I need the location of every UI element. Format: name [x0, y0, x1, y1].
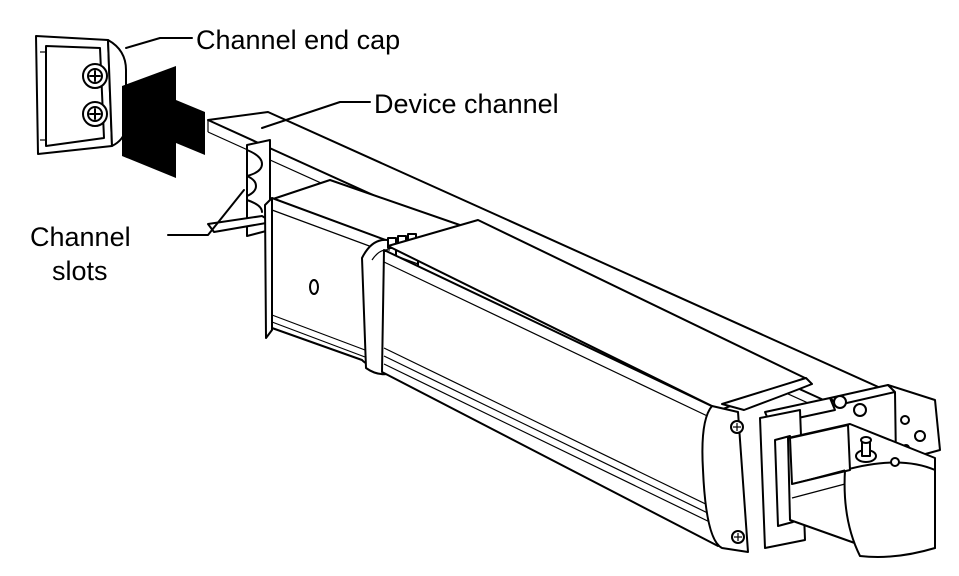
label-end-cap-text: Channel end cap — [196, 25, 400, 55]
end-bracket — [759, 384, 941, 558]
channel-end-cap — [35, 35, 127, 155]
label-device-channel-text: Device channel — [374, 89, 559, 119]
label-device-channel: Device channel — [261, 89, 559, 129]
device-main — [381, 219, 813, 553]
label-slots-line2: slots — [52, 256, 108, 286]
insertion-arrow-icon — [122, 66, 205, 178]
label-channel-slots: Channel slots — [30, 189, 245, 286]
label-slots-line1: Channel — [30, 222, 131, 252]
channel-slots — [246, 149, 263, 213]
label-channel-end-cap: Channel end cap — [125, 25, 400, 55]
screw-icon — [82, 101, 108, 127]
screw-icon — [82, 63, 108, 89]
